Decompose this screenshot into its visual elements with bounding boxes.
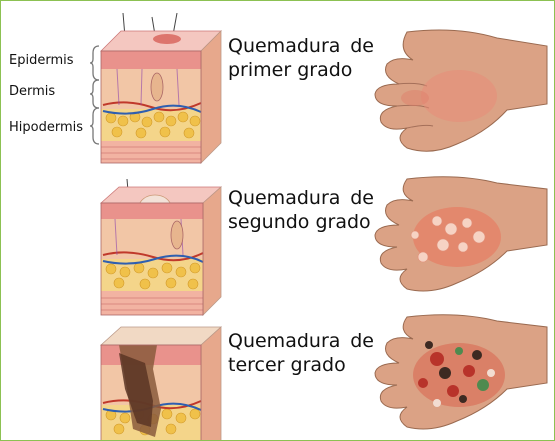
label-dermis: Dermis (9, 84, 55, 99)
hand-first-degree (367, 26, 552, 166)
skin-section-third-degree (97, 319, 222, 441)
burn-grade: segundo grado (228, 210, 374, 234)
hand-third-degree (367, 311, 552, 439)
skin-section-second-degree (97, 173, 222, 318)
label-epidermis: Epidermis (9, 53, 74, 68)
burn-grade: primer grado (228, 58, 374, 82)
burn-word: Quemadura (228, 186, 340, 210)
burn-word: Quemadura (228, 34, 340, 58)
label-hipodermis: Hipodermis (9, 120, 83, 135)
hand-second-degree (367, 171, 552, 306)
burn-grade: tercer grado (228, 353, 374, 377)
burn-word: Quemadura (228, 329, 340, 353)
skin-section-first-degree (97, 13, 222, 165)
